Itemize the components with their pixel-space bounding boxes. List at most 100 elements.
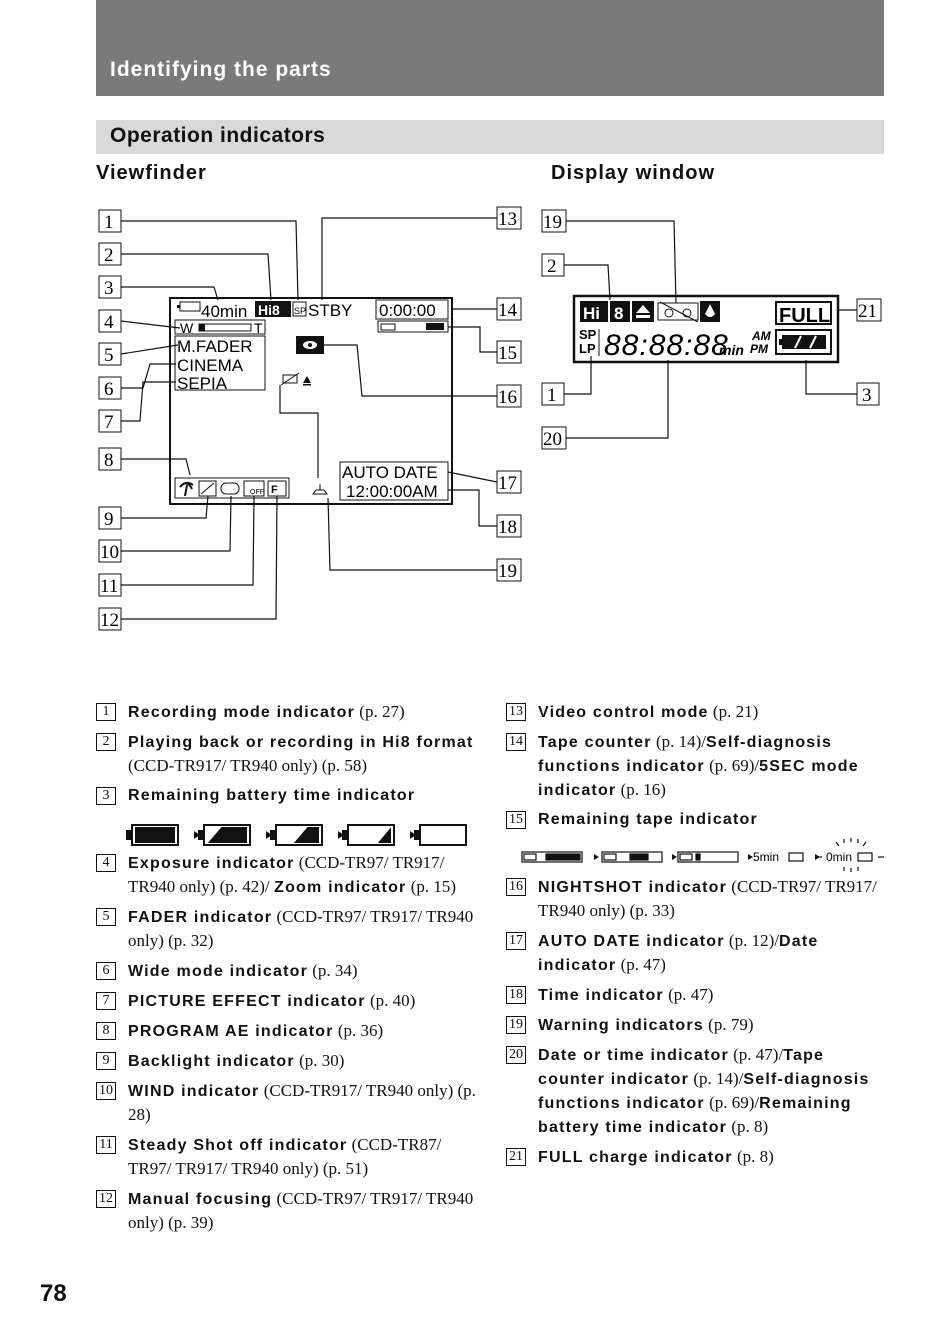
dw-min: min: [719, 342, 744, 358]
svg-text:7: 7: [104, 412, 114, 433]
callout-6: 6: [98, 376, 122, 400]
vf-effect: SEPIA: [177, 374, 228, 393]
svg-text:4: 4: [104, 312, 114, 333]
tape-level-sequence: 5min 0min: [506, 837, 894, 875]
svg-text:OFF: OFF: [250, 489, 264, 496]
callout-19: 19: [496, 558, 522, 582]
vf-callouts-right: 13 14 15 16 17 18 19: [496, 206, 522, 582]
svg-text:18: 18: [498, 517, 517, 538]
svg-text:10: 10: [100, 542, 119, 563]
display-window-heading: Display window: [551, 162, 716, 184]
dw-callout-1: 1: [541, 382, 565, 406]
indicator-diagram: 40min Hi8 SP STBY 0:00:00 W T M.FADER CI…: [98, 206, 882, 631]
dw-callout-19: 19: [541, 209, 567, 233]
warning-tape-eject-icon: [280, 372, 311, 386]
warning-drum-icon: [312, 484, 328, 495]
svg-text:3: 3: [104, 278, 114, 299]
svg-text:16: 16: [498, 387, 517, 408]
dw-digits: 88:88:88: [604, 329, 729, 362]
svg-text:3: 3: [862, 385, 872, 406]
dw-hi-badge: [580, 301, 608, 322]
callout-18: 18: [496, 514, 522, 538]
dw-lp: LP: [579, 341, 596, 356]
page-number: 78: [40, 1280, 67, 1307]
svg-text:6: 6: [104, 379, 114, 400]
svg-text:21: 21: [858, 301, 877, 322]
callout-1: 1: [98, 209, 122, 233]
vf-sp-text: SP: [294, 306, 306, 316]
battery-icon: [177, 301, 201, 312]
callout-17: 17: [496, 470, 522, 494]
vf-mode-box: [174, 335, 266, 391]
dw-leader-lines: [564, 220, 857, 439]
header-title: Identifying the parts: [110, 58, 332, 81]
vf-hi8-badge: [255, 301, 291, 317]
callout-16: 16: [496, 384, 522, 408]
callout-9: 9: [98, 506, 122, 530]
vf-zoom-level: [199, 324, 205, 331]
callout-2: 2: [98, 242, 122, 266]
callout-3: 3: [98, 275, 122, 299]
svg-text:20: 20: [543, 429, 562, 450]
svg-text:2: 2: [104, 245, 114, 266]
vf-auto-date: AUTO DATE: [342, 463, 438, 482]
vf-battery-time: 40min: [201, 302, 247, 321]
callout-15: 15: [496, 340, 522, 364]
svg-text:5: 5: [104, 345, 114, 366]
callout-7: 7: [98, 409, 122, 433]
svg-text:14: 14: [498, 300, 518, 321]
svg-text:15: 15: [498, 343, 517, 364]
vf-counter-box: [375, 299, 449, 320]
vf-wide: CINEMA: [177, 356, 244, 375]
dw-callout-3: 3: [856, 382, 880, 406]
tape-0min-label: 0min: [826, 850, 852, 864]
vf-hi8-text: Hi8: [258, 302, 280, 318]
vf-icon-row: [174, 477, 290, 499]
vf-counter: 0:00:00: [379, 301, 436, 320]
program-ae-icon: [179, 481, 194, 497]
svg-text:1: 1: [104, 212, 114, 233]
svg-text:11: 11: [100, 576, 118, 597]
callout-14: 14: [496, 297, 522, 321]
dw-hi-text: Hi: [583, 304, 600, 323]
callout-13: 13: [496, 206, 522, 230]
callout-8: 8: [98, 447, 122, 471]
callout-4: 4: [98, 309, 122, 333]
battery-level-sequence: [96, 813, 476, 851]
callout-10: 10: [98, 539, 122, 563]
callout-5: 5: [98, 342, 122, 366]
dw-tape-warning-icon: [657, 301, 699, 323]
svg-text:19: 19: [498, 561, 517, 582]
vf-callouts-left: 1 2 3 4 5 6 7 8 9 10 11 12: [98, 209, 122, 631]
svg-text:13: 13: [498, 209, 517, 230]
blink-rays: [818, 838, 884, 872]
svg-text:19: 19: [543, 212, 562, 233]
vf-date-box: [339, 461, 449, 501]
wind-icon: [220, 482, 240, 495]
dw-am: AM: [751, 329, 772, 343]
viewfinder-heading: Viewfinder: [96, 162, 207, 184]
vf-zoom-w: W: [180, 320, 194, 336]
vf-standby: STBY: [308, 301, 352, 320]
dw-sp: SP: [579, 327, 597, 342]
callout-12: 12: [98, 607, 122, 631]
svg-text:2: 2: [547, 256, 557, 277]
svg-text:12: 12: [100, 610, 119, 631]
